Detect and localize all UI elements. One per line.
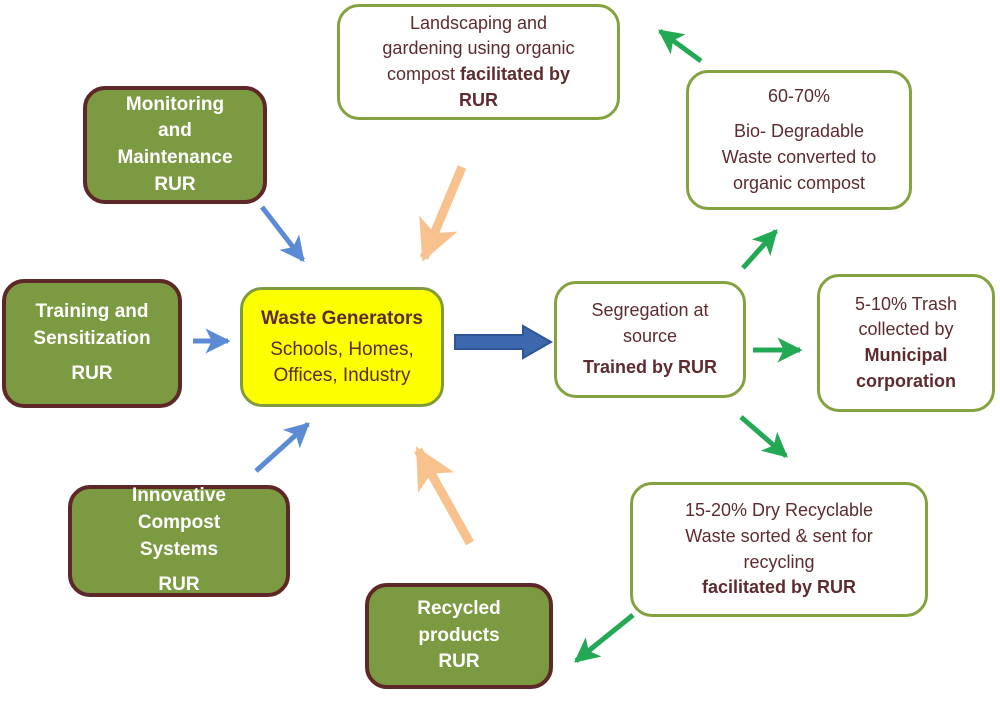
- recyclable-box: 15-20% Dry Recyclable Waste sorted & sen…: [630, 482, 928, 617]
- innovative-box: Innovative Compost Systems RUR: [68, 485, 290, 597]
- arrow-recyclable-to-recycled: [574, 613, 635, 663]
- waste-generators-subtitle: Schools, Homes, Offices, Industry: [270, 339, 414, 386]
- municipal-box: 5-10% Trash collected by Municipal corpo…: [817, 274, 995, 412]
- municipal-text-bold: Municipal corporation: [855, 345, 956, 391]
- landscaping-text-bold: facilitated by RUR: [459, 64, 571, 110]
- arrow-segregation-to-recyclable: [739, 415, 788, 458]
- segregation-text: Segregation at source: [591, 300, 709, 346]
- arrow-waste-generators-to-segregation: [454, 324, 554, 360]
- training-rur: RUR: [71, 363, 113, 385]
- biodegradable-percent: 60-70%: [767, 85, 831, 106]
- biodegradable-box: 60-70% Bio- Degradable Waste converted t…: [686, 70, 912, 210]
- monitoring-text: Monitoring and Maintenance: [117, 93, 233, 168]
- landscaping-text: Landscaping and gardening using organic …: [374, 11, 583, 113]
- innovative-text: Innovative Compost Systems: [132, 485, 226, 560]
- arrow-biodegradable-to-landscaping: [657, 28, 703, 64]
- training-box: Training and Sensitization RUR: [2, 279, 182, 408]
- segregation-text-bold: Trained by RUR: [582, 357, 718, 378]
- monitoring-rur: RUR: [154, 173, 196, 195]
- recycled-box: Recycled products RUR: [365, 583, 553, 689]
- recycled-text: Recycled products: [417, 598, 501, 646]
- arrow-recycled-to-waste-generators: [414, 446, 474, 546]
- arrow-landscaping-to-waste-generators: [419, 165, 467, 262]
- landscaping-text-regular: Landscaping and gardening using organic …: [382, 12, 575, 84]
- recyclable-text: 15-20% Dry Recyclable Waste sorted & sen…: [684, 500, 874, 572]
- innovative-rur: RUR: [158, 574, 200, 596]
- recycled-rur: RUR: [438, 651, 480, 673]
- segregation-box: Segregation at source Trained by RUR: [554, 281, 746, 398]
- recyclable-text-bold: facilitated by RUR: [701, 577, 857, 598]
- waste-generators-box: Waste Generators Schools, Homes, Offices…: [240, 287, 444, 407]
- municipal-text: 5-10% Trash collected by: [854, 293, 958, 340]
- training-text: Training and Sensitization: [33, 301, 151, 349]
- arrow-monitoring-to-waste-generators: [260, 205, 305, 262]
- waste-generators-title: Waste Generators: [261, 307, 423, 329]
- biodegradable-text: Bio- Degradable Waste converted to organ…: [721, 121, 877, 193]
- landscaping-box: Landscaping and gardening using organic …: [337, 4, 620, 120]
- arrow-segregation-to-biodegradable: [741, 229, 778, 270]
- monitoring-box: Monitoring and Maintenance RUR: [83, 86, 267, 204]
- arrow-innovative-to-waste-generators: [254, 422, 310, 473]
